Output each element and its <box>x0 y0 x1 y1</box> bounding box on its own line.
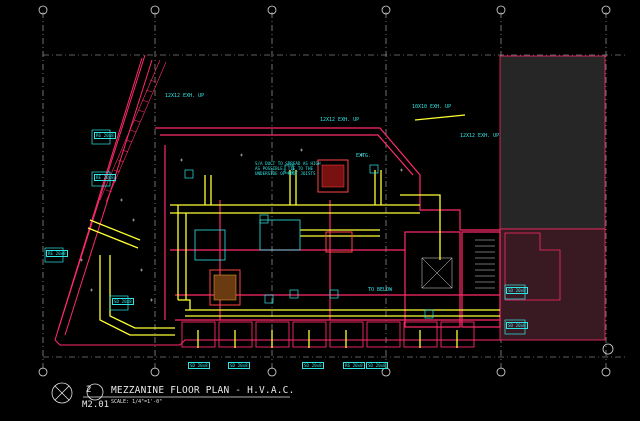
equipment-tag: R6 20x8 <box>94 132 116 139</box>
equipment-tag: RE 20x8 <box>94 174 116 181</box>
exhaust-up-label-2: 12X12 EXH. UP <box>320 117 360 123</box>
equipment <box>194 159 353 306</box>
sheet-number: M2.01 <box>82 400 110 410</box>
stair-right <box>421 239 495 289</box>
diffusers <box>44 129 526 335</box>
existing-label: EXTG. <box>356 153 372 159</box>
room-tag: R6 20x8 <box>343 362 365 369</box>
exhaust-up-label-1: 12X12 EXH. UP <box>165 93 205 99</box>
to-below-label: TO BELOW <box>368 287 393 293</box>
duct-note: S/A DUCT TO SPREAD AS HIGH AS POSSIBLE. … <box>255 161 321 176</box>
equipment-tag: SD 20x8 <box>506 322 528 329</box>
exhaust-up-label-4: 12X12 EXH. UP <box>460 133 500 139</box>
building-walls <box>155 127 501 328</box>
exhaust-up-label-3: 10X10 EXH. UP <box>412 104 452 110</box>
grid-bubbles <box>38 5 614 377</box>
room-tag: SD 20x8 <box>188 362 210 369</box>
drawing-scale: SCALE: 1/4"=1'-0" <box>111 399 163 405</box>
site-boundary <box>54 54 500 346</box>
adjacent-building-hatch <box>499 55 606 341</box>
bottom-rooms <box>181 321 475 348</box>
equipment-tag: SD 20x8 <box>112 298 134 305</box>
equipment-tag: RE 20x8 <box>46 250 68 257</box>
room-tag: SD 20x8 <box>366 362 388 369</box>
room-tag: SD 20x8 <box>302 362 324 369</box>
drawing-title: MEZZANINE FLOOR PLAN - H.V.A.C. <box>111 385 295 396</box>
grid-lines <box>42 12 625 372</box>
title-marker <box>51 382 290 404</box>
ductwork <box>87 114 500 348</box>
room-tag: SD 20x8 <box>228 362 250 369</box>
ceiling-symbols <box>80 148 403 302</box>
equipment-tag: SD 20x8 <box>506 287 528 294</box>
detail-number: 2 <box>86 385 92 395</box>
